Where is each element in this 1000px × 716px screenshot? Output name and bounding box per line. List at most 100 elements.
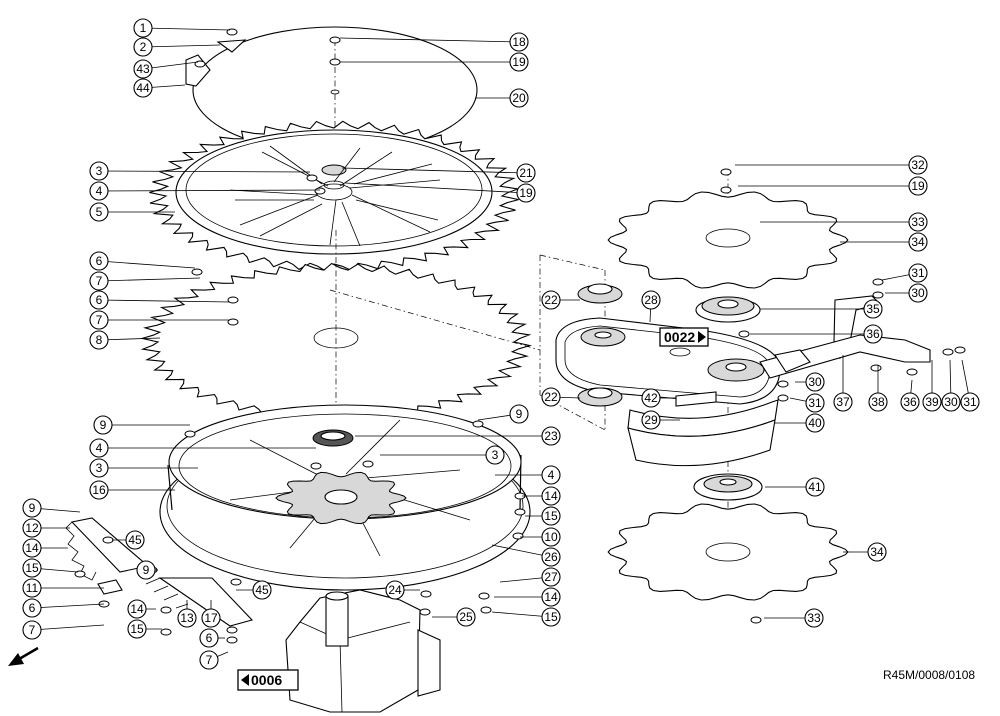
callout-number: 13: [180, 611, 194, 625]
callout-41: 41: [805, 477, 825, 497]
callout-circle: [833, 392, 853, 412]
callout-number: 10: [544, 530, 558, 544]
callout-circle: [509, 88, 529, 108]
callout-number: 19: [911, 179, 925, 193]
callout-23: 23: [541, 426, 561, 446]
callout-circle: [22, 578, 42, 598]
callout-number: 7: [206, 653, 213, 667]
callout-number: 12: [25, 521, 39, 535]
callout-14: 14: [541, 587, 561, 607]
callout-leader: [31, 603, 105, 609]
callout-15: 15: [22, 558, 42, 578]
callout-leaders: [31, 27, 971, 661]
callout-circle: [908, 283, 928, 303]
fastener: [329, 58, 341, 66]
callout-33: 33: [804, 608, 824, 628]
fastener: [419, 608, 431, 616]
callout-number: 33: [911, 215, 925, 229]
callout-number: 15: [544, 509, 558, 523]
callout-10: 10: [541, 527, 561, 547]
callout-17: 17: [201, 608, 221, 628]
callout-26: 26: [541, 547, 561, 567]
fastener: [777, 380, 789, 388]
callout-9: 9: [136, 560, 156, 580]
callout-leader: [142, 44, 221, 48]
callout-14: 14: [127, 599, 147, 619]
callout-14: 14: [22, 538, 42, 558]
right-arrow-icon: [698, 331, 706, 343]
fastener: [720, 168, 732, 176]
callout-circle: [805, 393, 825, 413]
callout-circle: [541, 607, 561, 627]
callout-15: 15: [541, 607, 561, 627]
fastener: [102, 536, 114, 544]
callout-6: 6: [199, 628, 219, 648]
callout-number: 15: [25, 561, 39, 575]
callout-number: 37: [836, 395, 850, 409]
callout-number: 33: [807, 611, 821, 625]
callout-6: 6: [89, 251, 109, 271]
fastener: [160, 628, 172, 636]
callout-leader: [339, 37, 520, 43]
right-drive-assembly: [555, 191, 931, 601]
fastener: [226, 636, 238, 644]
callout-number: 42: [644, 391, 658, 405]
callout-number: 18: [512, 35, 526, 49]
callout-number: 34: [870, 545, 884, 559]
callout-number: 9: [100, 418, 107, 432]
ref-box-0022-label: 0022: [664, 329, 695, 345]
callout-circle: [89, 251, 109, 271]
callout-number: 7: [96, 313, 103, 327]
callout-number: 15: [130, 622, 144, 636]
fastener: [306, 174, 318, 182]
callout-circle: [252, 580, 272, 600]
callout-number: 40: [808, 416, 822, 430]
callout-number: 7: [29, 623, 36, 637]
callout-circle: [89, 480, 109, 500]
callout-circle: [385, 580, 405, 600]
callout-circle: [22, 538, 42, 558]
callout-leader: [31, 624, 105, 631]
callout-circle: [133, 59, 153, 79]
callout-circle: [89, 290, 109, 310]
callout-circle: [201, 608, 221, 628]
callout-number: 14: [544, 590, 558, 604]
callout-circle: [89, 271, 109, 291]
fastener: [194, 60, 206, 68]
callout-circle: [867, 542, 887, 562]
callout-2: 2: [133, 37, 153, 57]
callout-38: 38: [868, 392, 888, 412]
callout-13: 13: [177, 608, 197, 628]
fastener: [329, 36, 341, 44]
callout-circle: [908, 176, 928, 196]
callout-number: 6: [29, 601, 36, 615]
ref-box-0006[interactable]: 0006: [237, 669, 299, 691]
callout-circle: [125, 530, 145, 550]
callout-circle: [89, 181, 109, 201]
fastener: [480, 606, 492, 614]
callout-leader: [341, 167, 527, 174]
callout-circle: [541, 547, 561, 567]
callout-number: 22: [544, 390, 558, 404]
callout-35: 35: [863, 299, 883, 319]
callout-number: 41: [808, 480, 822, 494]
ref-box-0022[interactable]: 0022: [659, 327, 709, 347]
fastener: [226, 626, 238, 634]
callout-number: 26: [544, 550, 558, 564]
callout-circle: [541, 527, 561, 547]
callout-7: 7: [22, 620, 42, 640]
callout-37: 37: [833, 392, 853, 412]
callout-circle: [541, 387, 561, 407]
callout-5: 5: [89, 202, 109, 222]
callout-circle: [805, 477, 825, 497]
callout-number: 31: [911, 266, 925, 280]
callout-3: 3: [89, 458, 109, 478]
callout-number: 29: [644, 413, 658, 427]
callout-6: 6: [89, 290, 109, 310]
callout-number: 16: [92, 483, 106, 497]
callout-number: 6: [206, 631, 213, 645]
callout-circle: [541, 486, 561, 506]
callout-9: 9: [93, 415, 113, 435]
callout-leader: [98, 277, 201, 282]
